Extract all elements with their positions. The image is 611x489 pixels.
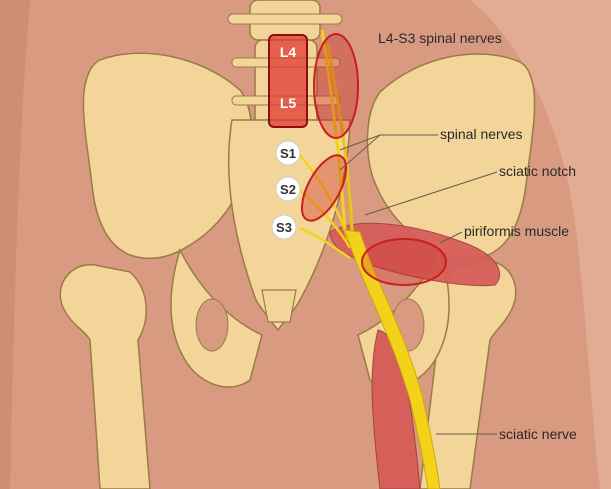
body-silhouette-left	[0, 0, 30, 489]
piriformis-leader	[439, 231, 463, 244]
nerve-roots-highlight-oval	[313, 33, 359, 139]
vertebra-label-s3: S3	[276, 220, 292, 235]
label-sciatic-nerve: sciatic nerve	[499, 426, 577, 442]
sciatic-nerve-trunk	[344, 229, 441, 489]
label-l4-s3-spinal-nerves: L4-S3 spinal nerves	[378, 30, 502, 46]
label-spinal-nerves: spinal nerves	[440, 126, 523, 142]
lumbar-transverse-process	[227, 13, 343, 25]
s1-marker	[275, 140, 301, 166]
s2-marker	[275, 176, 301, 202]
l4-l5-highlight-box	[268, 34, 308, 128]
vertebra-label-l4: L4	[280, 44, 297, 60]
l4-nerve-root	[320, 29, 347, 231]
vertebra-label-l5: L5	[280, 95, 297, 111]
spinal-nerves-leader-1	[339, 134, 381, 151]
vertebra-label-s2: S2	[280, 182, 296, 197]
vertebra-label-s1: S1	[280, 146, 296, 161]
coccyx	[261, 289, 297, 323]
s3-nerve-root	[299, 226, 351, 260]
body-silhouette-right	[470, 0, 611, 489]
label-sciatic-notch: sciatic notch	[499, 163, 576, 179]
piriformis-highlight-oval	[361, 238, 447, 286]
left-obturator-foramen	[195, 298, 229, 352]
sciatic-notch-leader	[364, 171, 498, 216]
s2-nerve-root	[299, 189, 352, 249]
left-ilium	[82, 52, 253, 260]
left-femur	[59, 264, 151, 489]
sacral-nerves-highlight-oval	[300, 154, 348, 222]
label-piriformis-muscle: piriformis muscle	[464, 223, 569, 239]
spinal-nerves-leader-2	[339, 134, 381, 171]
s3-marker	[271, 214, 297, 240]
